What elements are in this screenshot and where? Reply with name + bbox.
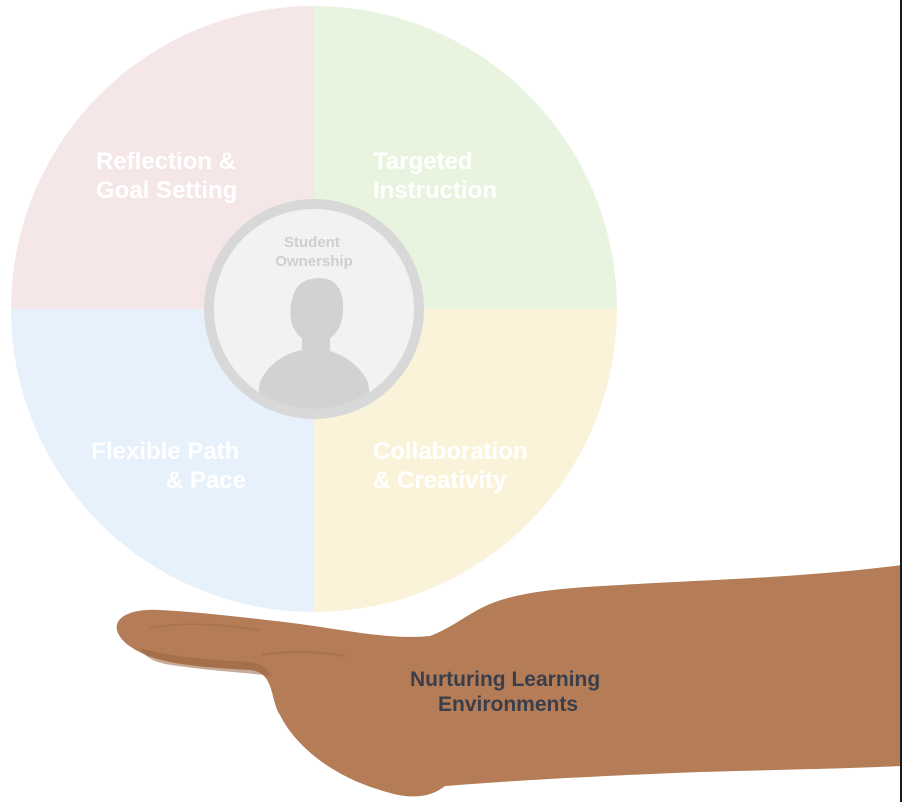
label-top-right-line2: Instruction xyxy=(373,177,497,204)
label-bottom-left-line1: Flexible Path xyxy=(91,438,239,465)
hand-label: Nurturing Learning Environments xyxy=(410,668,606,716)
open-hand-illustration: Nurturing Learning Environments xyxy=(116,565,902,797)
label-top-right-line1: Targeted xyxy=(373,148,473,175)
page-edge-border xyxy=(900,0,902,802)
label-top-left-line2: Goal Setting xyxy=(96,177,237,204)
label-top-left-line1: Reflection & xyxy=(96,148,236,175)
person-silhouette-icon xyxy=(256,278,372,409)
label-bottom-right: Collaboration & Creativity xyxy=(373,438,534,494)
hand-label-line2: Environments xyxy=(438,693,578,716)
label-top-left: Reflection & Goal Setting xyxy=(96,148,243,204)
center-label-line1: Student xyxy=(284,234,340,251)
finger-line xyxy=(149,623,261,631)
label-bottom-left: Flexible Path & Pace xyxy=(91,438,246,494)
label-bottom-right-line2: & Creativity xyxy=(373,467,507,494)
label-top-right: Targeted Instruction xyxy=(373,148,497,204)
label-bottom-left-line2: & Pace xyxy=(166,467,246,494)
palm-crease xyxy=(261,651,346,657)
center-label: Student Ownership xyxy=(275,234,353,270)
thumb-shadow xyxy=(140,648,272,676)
label-bottom-right-line1: Collaboration xyxy=(373,438,528,465)
center-label-line2: Ownership xyxy=(275,253,353,270)
hand-shape xyxy=(116,565,902,797)
learning-wheel: Reflection & Goal Setting Targeted Instr… xyxy=(11,6,617,612)
hand-label-line1: Nurturing Learning xyxy=(410,668,600,691)
